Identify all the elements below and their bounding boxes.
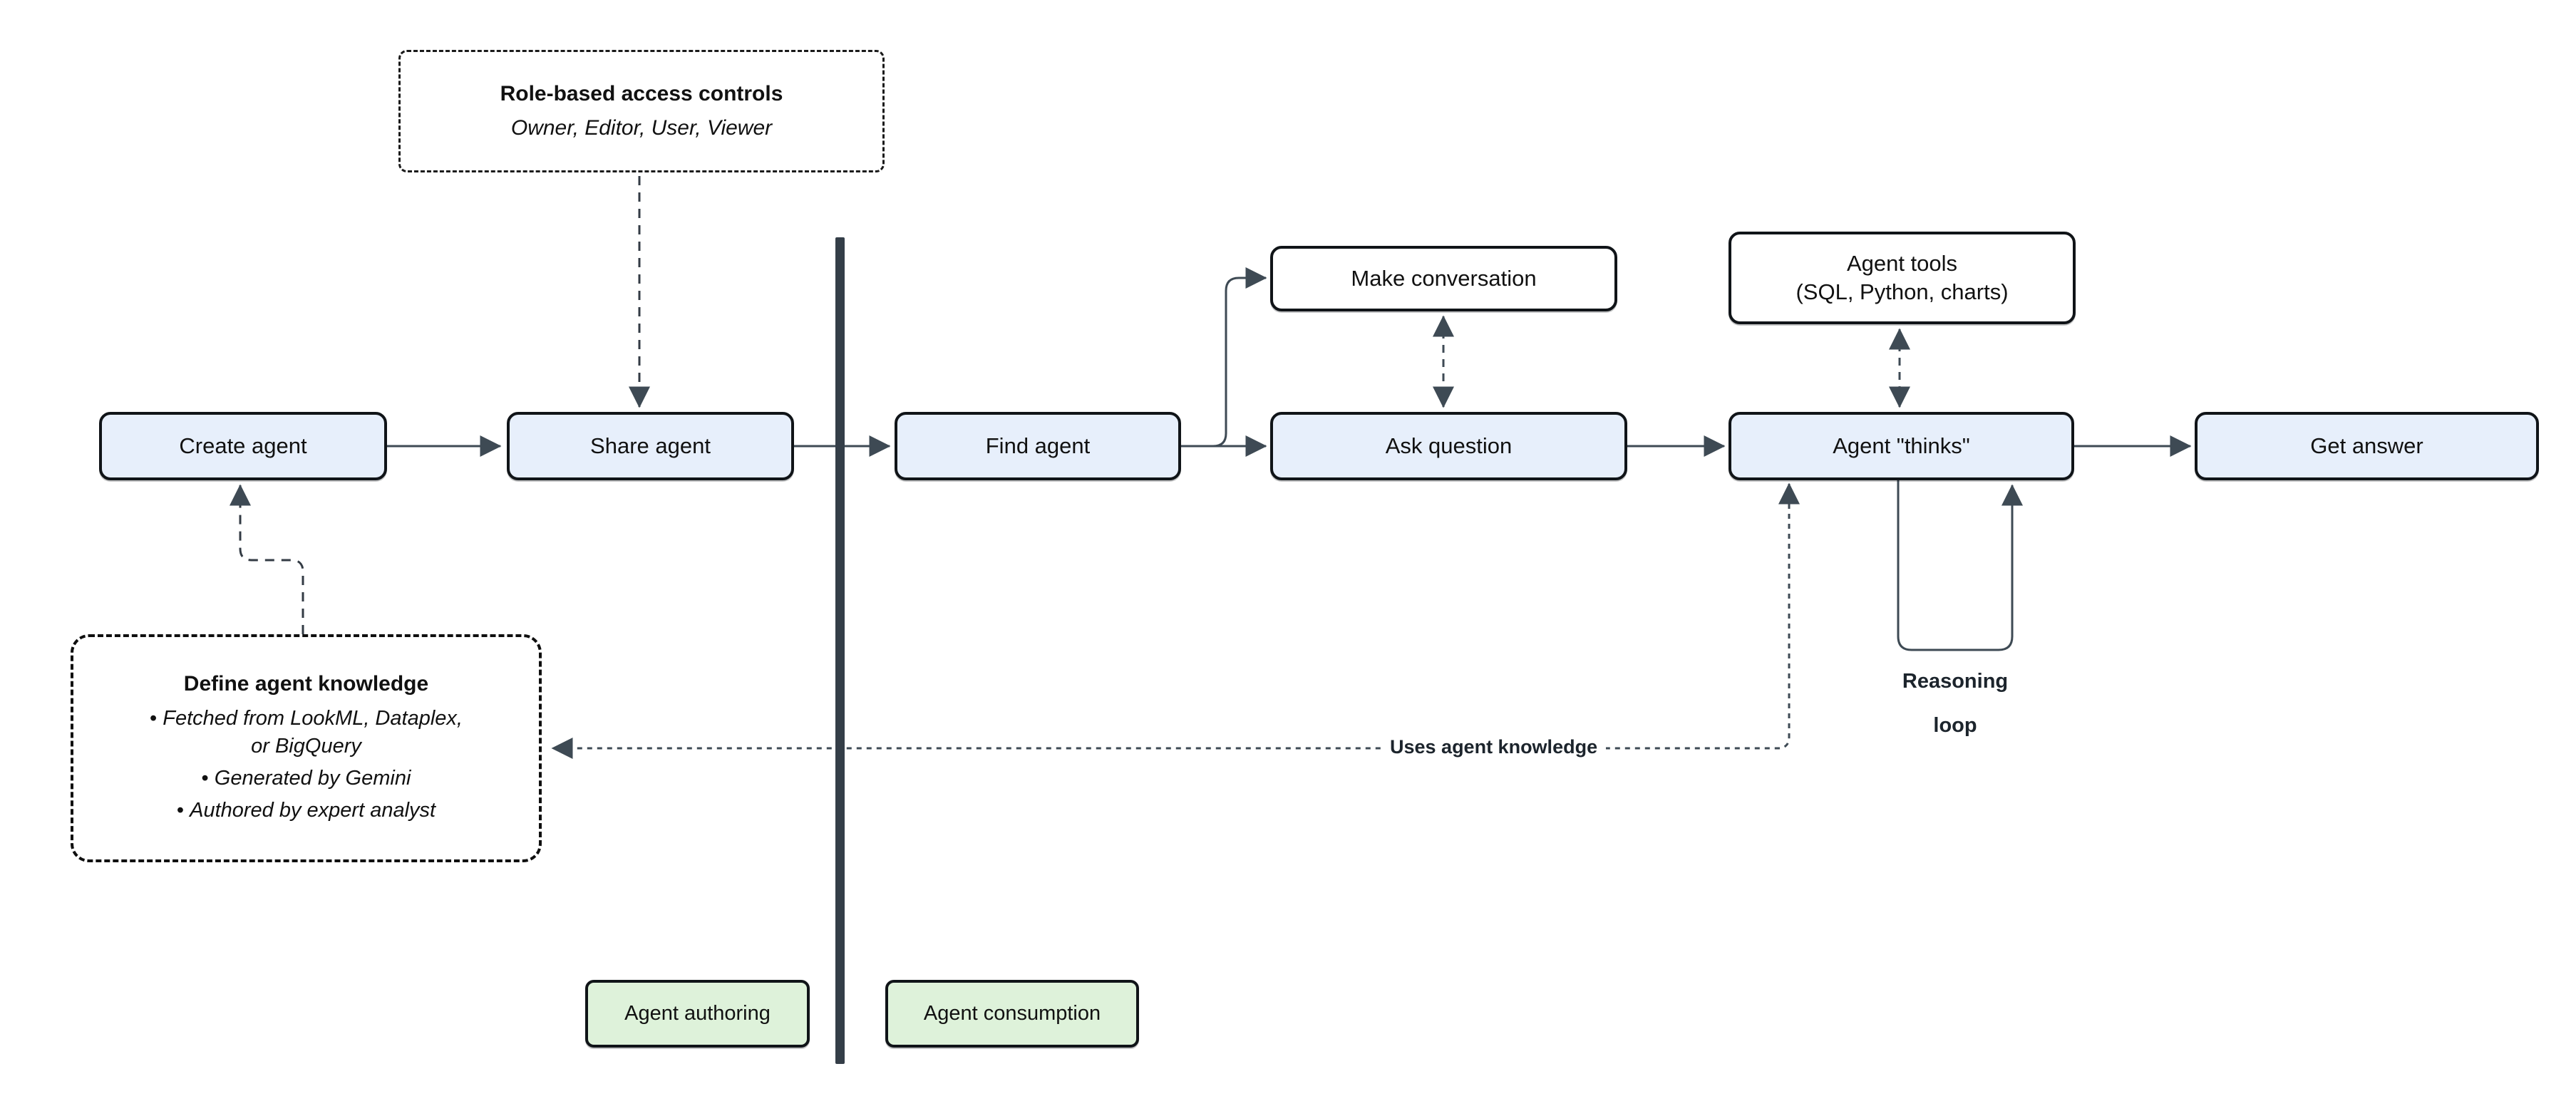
connector-define-knowledge-to-create <box>230 484 304 634</box>
node-agent-thinks: Agent "thinks" <box>1729 412 2074 480</box>
node-ask-question: Ask question <box>1270 412 1627 480</box>
annotation-role-access-box: Role-based access controls Owner, Editor… <box>398 50 885 172</box>
define-knowledge-bullet: Generated by Gemini <box>150 765 463 792</box>
define-knowledge-bullet: Fetched from LookML, Dataplex, or BigQue… <box>150 705 463 760</box>
zone-label-agent-authoring: Agent authoring <box>585 980 810 1048</box>
node-agent-tools: Agent tools (SQL, Python, charts) <box>1729 232 2076 324</box>
node-get-answer: Get answer <box>2195 412 2539 480</box>
define-knowledge-bullet-list: Fetched from LookML, Dataplex, or BigQue… <box>150 705 463 825</box>
connector-find-to-make-conversation <box>1181 267 1267 448</box>
reasoning-loop-label: Reasoning loop <box>1902 670 2009 737</box>
role-access-roles: Owner, Editor, User, Viewer <box>510 116 773 140</box>
node-make-conversation: Make conversation <box>1270 246 1617 311</box>
role-access-title: Role-based access controls <box>500 82 783 105</box>
node-create-agent: Create agent <box>99 412 387 480</box>
node-share-agent: Share agent <box>507 412 794 480</box>
annotation-define-knowledge-box: Define agent knowledge Fetched from Look… <box>71 634 542 862</box>
zone-label-agent-consumption: Agent consumption <box>885 980 1139 1048</box>
authoring-consumption-divider <box>835 237 845 1064</box>
connector-reasoning-loop <box>1897 480 2023 651</box>
define-knowledge-bullet: Authored by expert analyst <box>150 797 463 825</box>
node-find-agent: Find agent <box>895 412 1181 480</box>
connector-uses-agent-knowledge <box>551 482 1800 759</box>
define-knowledge-title: Define agent knowledge <box>183 671 429 696</box>
uses-agent-knowledge-label: Uses agent knowledge <box>1381 731 1607 763</box>
